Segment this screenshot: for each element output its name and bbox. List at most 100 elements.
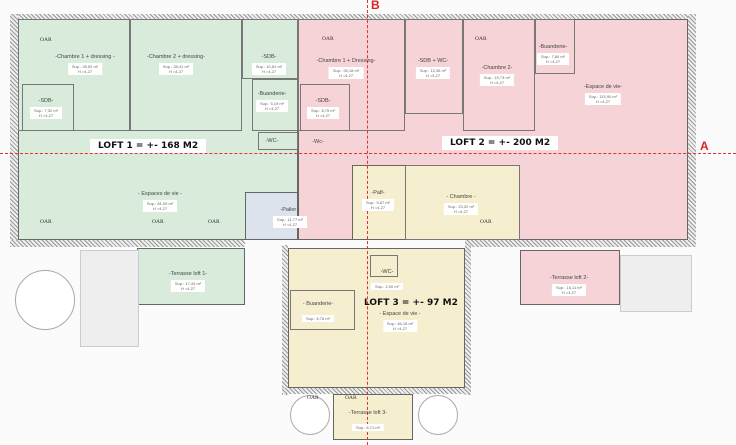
- south-wall-right: [465, 240, 696, 247]
- loft3-label: LOFT 3 = +- 97 M2: [364, 298, 458, 308]
- room-name: -Buanderie-: [257, 91, 287, 97]
- room-area: Sup.: 81,09 m²: [146, 201, 174, 206]
- oar-label: OAR: [322, 36, 334, 42]
- room-area: Sup.: 26,18 m²: [332, 68, 360, 73]
- room-height: H =4,27: [425, 73, 441, 78]
- loft2-label: LOFT 2 = +- 200 M2: [442, 136, 559, 150]
- room-area: Sup.: 28,41 m²: [162, 64, 190, 69]
- room-label: - Buanderie-Sup.: 6,76 m²: [301, 301, 335, 325]
- room-label: -Terrasse loft 3-Sup.: 8,71 m²: [349, 410, 387, 434]
- oar-label: OAR: [480, 219, 492, 225]
- room-area: Sup.: 8,75 m²: [310, 108, 336, 113]
- room-height: H =4,27: [38, 113, 54, 118]
- room-area: Sup.: 19,73 m²: [483, 75, 511, 80]
- room-name: -SDB + WC-: [417, 58, 449, 64]
- room-height: H =4,27: [261, 69, 277, 74]
- room-name: - Espaces de vie -: [137, 191, 183, 197]
- oar-label: OAR: [40, 219, 52, 225]
- room-area: Sup.: 28,52 m²: [71, 64, 99, 69]
- paved-area: [620, 255, 692, 312]
- partition-l3-wc: [370, 255, 398, 277]
- room-name: -SDB-: [315, 98, 331, 104]
- room-name: -Wc-: [312, 139, 324, 145]
- room-area: Sup.: 6,76 m²: [305, 316, 331, 321]
- room-height: H =4,27: [392, 326, 408, 331]
- tree-symbol: [290, 395, 330, 435]
- terrasse-loft1-zone: [137, 248, 245, 305]
- room-height: H =4,27: [561, 290, 577, 295]
- partition-buanderie: [252, 79, 298, 131]
- room-height: H =4,27: [453, 209, 469, 214]
- axis-label-a: A: [700, 139, 709, 153]
- room-area: Sup.: 2,00 m²: [374, 284, 400, 289]
- room-name: -Terrasse loft 3-: [348, 410, 388, 416]
- partition-wc: [258, 132, 298, 150]
- partition-l3-chambre: [405, 165, 520, 240]
- west-wall: [10, 14, 18, 246]
- room-name: -WC-: [380, 269, 394, 275]
- room-height: H =4,27: [264, 106, 280, 111]
- room-label: -WC-: [266, 138, 279, 144]
- room-height: H =4,27: [180, 286, 196, 291]
- partition-l2-buanderie: [535, 19, 575, 74]
- paved-area: [80, 250, 139, 347]
- room-name: -Chambre 2 + dressing-: [147, 54, 205, 60]
- room-name: - Chambre -: [446, 194, 476, 200]
- oar-label: OAR: [208, 219, 220, 225]
- room-height: H =4,27: [77, 69, 93, 74]
- partition-sdb-small: [22, 84, 74, 131]
- room-area: Sup.: 10,81 m²: [255, 64, 283, 69]
- oar-label: OAR: [40, 37, 52, 43]
- room-name: -Palf-: [371, 190, 385, 196]
- room-area: Sup.: 5,87 m²: [365, 200, 391, 205]
- partition-chambre1: [18, 19, 130, 131]
- oar-label: OAR: [152, 219, 164, 225]
- terrasse-loft3-zone: [333, 394, 413, 440]
- partition-l2-sdb: [405, 19, 463, 114]
- section-axis-a: [0, 153, 736, 154]
- room-area: Sup.: 13,36 m²: [419, 68, 447, 73]
- room-height: H =4,27: [315, 113, 331, 118]
- loft3-south-wall: [282, 388, 471, 394]
- room-label: -Wc-: [312, 139, 324, 145]
- loft3-east-wall: [465, 245, 471, 395]
- room-area: Sup.: 23,02 m²: [447, 204, 475, 209]
- room-height: H =4,27: [545, 59, 561, 64]
- room-height: H =4,27: [168, 69, 184, 74]
- oar-label: OAR: [475, 36, 487, 42]
- partition-l3-buanderie: [290, 290, 355, 330]
- room-name: -Chambre 1 + Dressing-: [316, 58, 376, 64]
- room-area: Sup.: 11,77 m²: [277, 217, 303, 222]
- axis-label-b: B: [371, 0, 380, 12]
- room-area: Sup.: 115,90 m²: [588, 94, 618, 99]
- room-name: -SDB-: [38, 98, 54, 104]
- room-name: -Terrasse loft 2-: [549, 275, 589, 281]
- room-area: Sup.: 16,11 m²: [556, 285, 582, 290]
- room-area: Sup.: 46,18 m²: [386, 321, 414, 326]
- room-area: Sup.: 17,44 m²: [174, 281, 202, 286]
- tree-symbol: [418, 395, 458, 435]
- south-wall-left: [10, 240, 245, 247]
- tree-symbol: [15, 270, 75, 330]
- room-height: H =4,27: [152, 206, 168, 211]
- room-name: -Terrasse loft 1-: [168, 271, 208, 277]
- room-name: -Buanderie-: [538, 44, 568, 50]
- room-height: H =4,27: [489, 80, 505, 85]
- partition-chambre2: [130, 19, 242, 131]
- room-height: H =4,27: [595, 99, 611, 104]
- loft3-west-wall: [282, 245, 288, 395]
- partition-l2-chambre1: [298, 19, 405, 131]
